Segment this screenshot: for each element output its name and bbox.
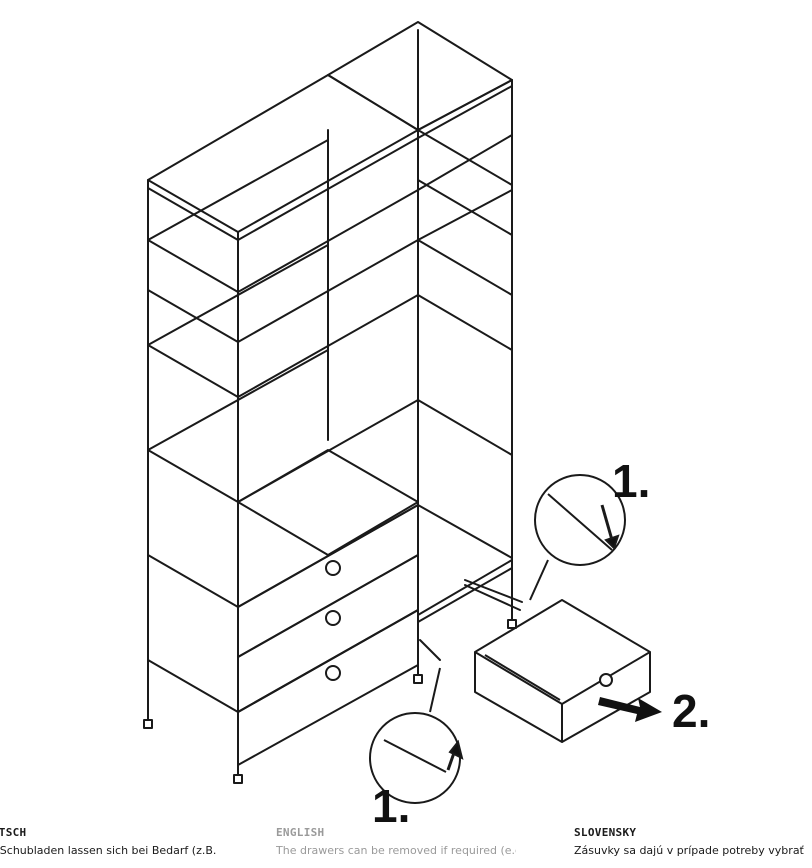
language-title: SLOVENSKY [574, 826, 637, 839]
language-column-slovak: SLOVENSKY Zásuvky sa dajú v prípade potr… [574, 826, 812, 858]
language-column-german: DEUTSCH Die Schubladen lassen sich bei B… [0, 826, 218, 858]
step-label-1-top: 1. [612, 455, 651, 507]
language-text: Zásuvky sa dajú v prípade potreby vybrať [574, 844, 804, 857]
language-title: ENGLISH [276, 826, 325, 839]
language-title: DEUTSCH [0, 826, 27, 839]
arrow-icon [598, 697, 662, 722]
shelving-assembly-illustration [143, 21, 662, 804]
language-text: The drawers can be removed if required (… [276, 844, 516, 857]
step-label-2: 2. [672, 685, 711, 737]
knob-icon [325, 560, 341, 681]
language-text: Die Schubladen lassen sich bei Bedarf (z… [0, 844, 218, 857]
language-column-english: ENGLISH The drawers can be removed if re… [276, 826, 516, 858]
step-label-1-bottom: 1. [372, 780, 411, 832]
shelving-unit-icon [143, 21, 523, 784]
drawer-icon [474, 599, 651, 743]
rail-release-detail-icon [369, 474, 626, 804]
